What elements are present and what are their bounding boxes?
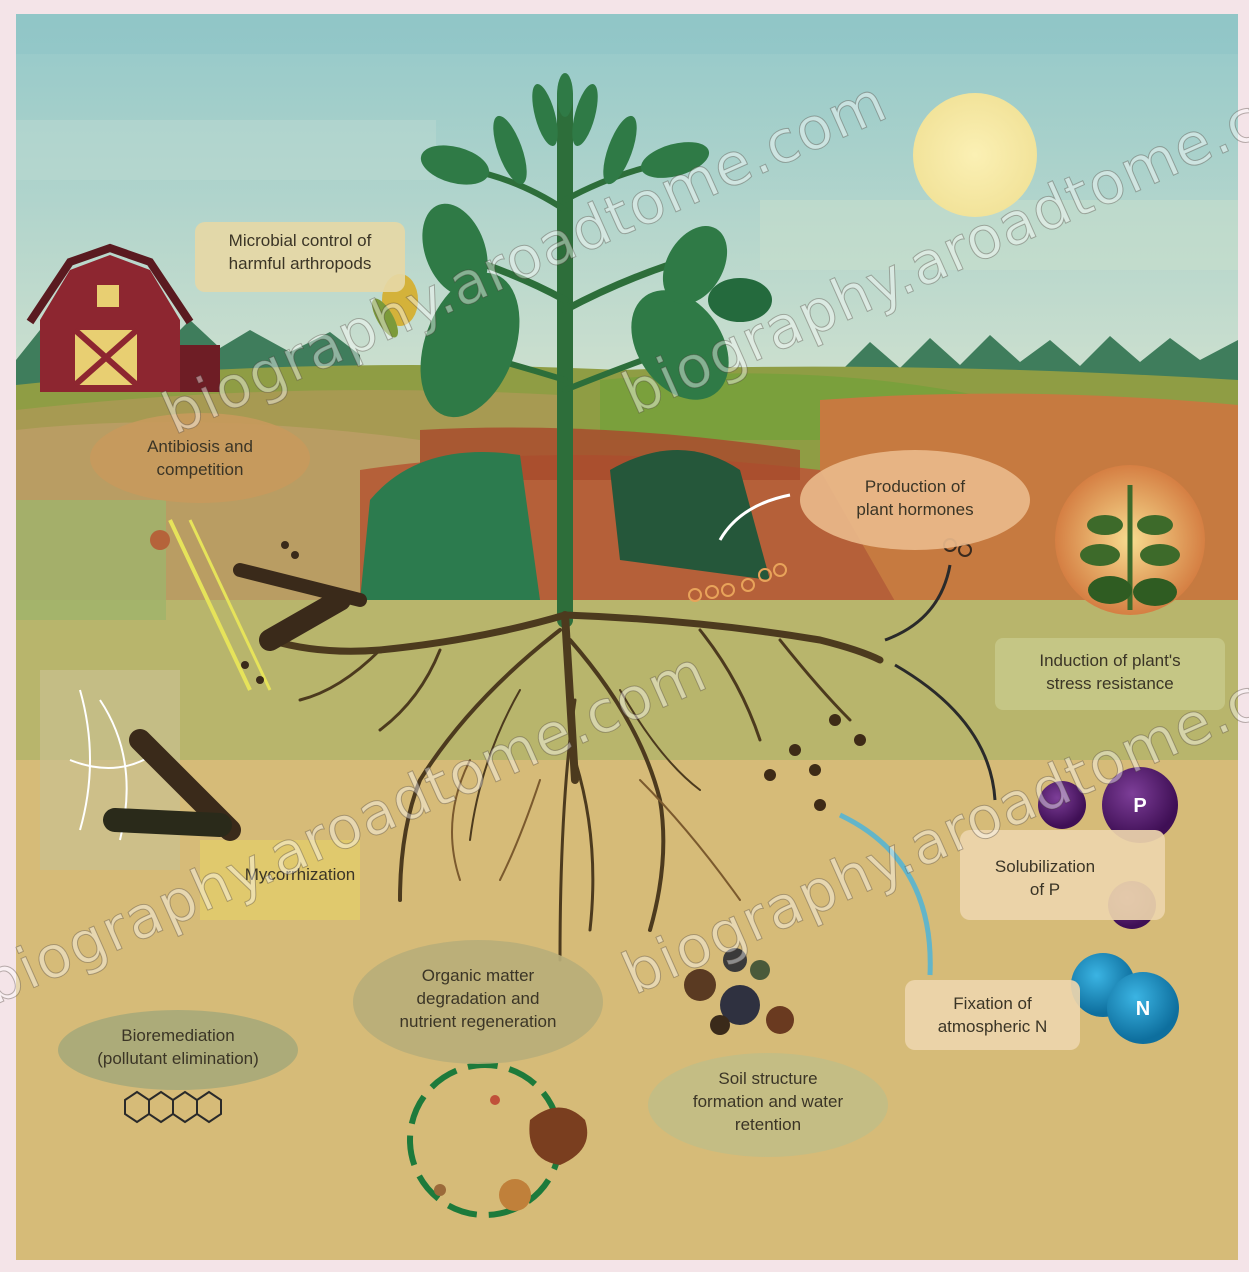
sun-icon xyxy=(913,93,1037,217)
label-antibiosis: Antibiosis and competition xyxy=(100,436,300,482)
label-bioremediation: Bioremediation (pollutant elimination) xyxy=(60,1025,296,1071)
label-soil-structure: Soil structure formation and water reten… xyxy=(655,1068,881,1137)
label-organic-matter: Organic matter degradation and nutrient … xyxy=(360,965,596,1034)
label-solubilization: Solubilization of P xyxy=(960,856,1130,902)
phosphorus-symbol: P xyxy=(1122,793,1158,820)
label-fixation-n: Fixation of atmospheric N xyxy=(905,993,1080,1039)
nitrogen-symbol: N xyxy=(1125,996,1161,1023)
label-microbial-control: Microbial control of harmful arthropods xyxy=(195,230,405,276)
label-stress-resistance: Induction of plant's stress resistance xyxy=(995,650,1225,696)
label-mycorrhization: Mycorrhization xyxy=(200,864,400,887)
label-plant-hormones: Production of plant hormones xyxy=(805,476,1025,522)
